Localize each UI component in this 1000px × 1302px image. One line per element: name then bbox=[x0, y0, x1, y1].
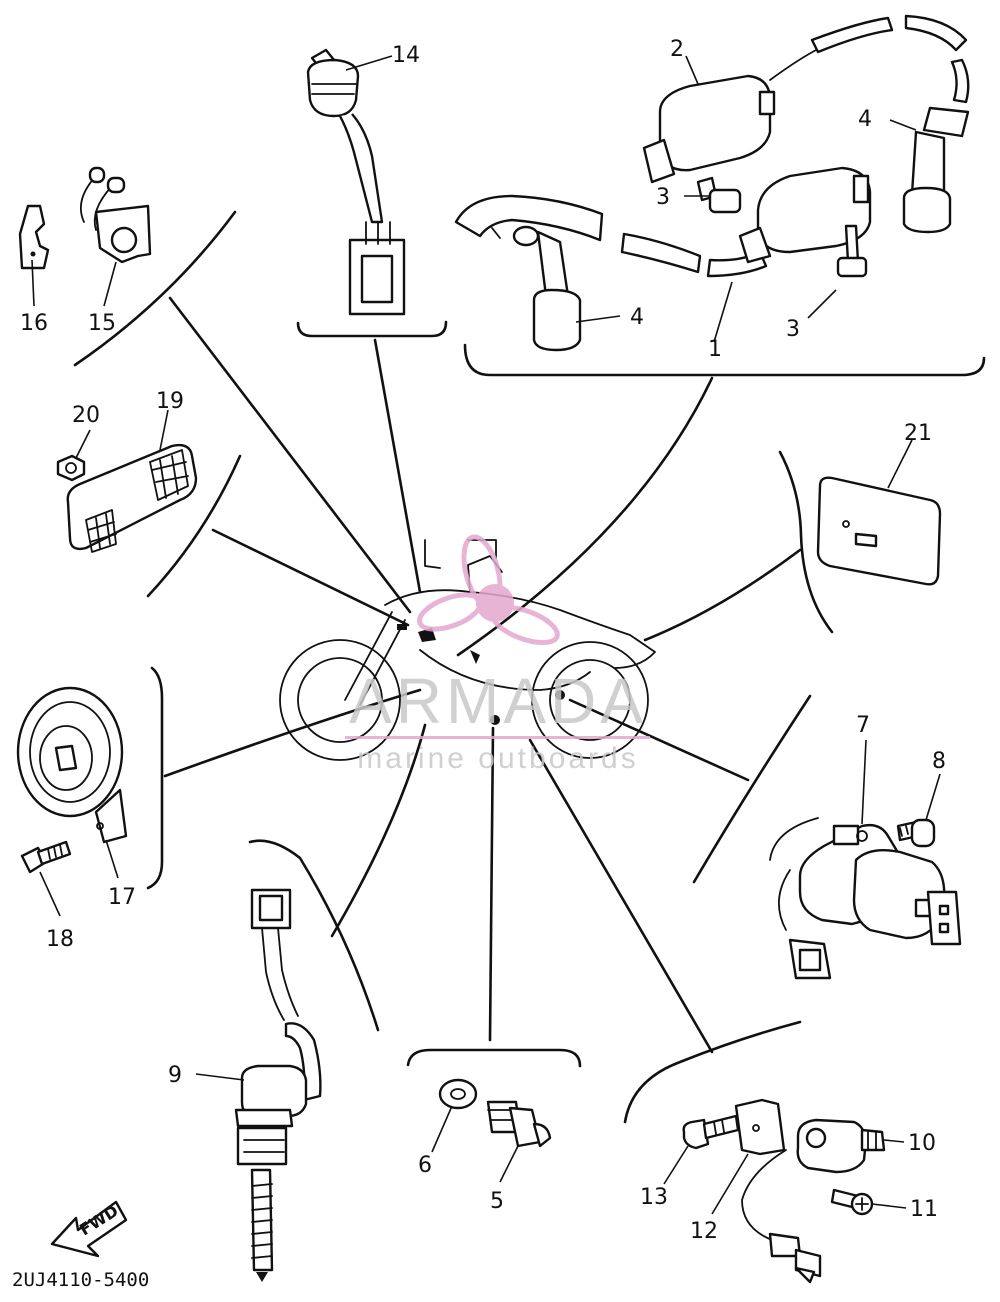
part-label-11: 11 bbox=[910, 1197, 938, 1222]
fwd-arrow-icon: FWD bbox=[50, 1200, 128, 1258]
part-label-19: 19 bbox=[156, 389, 184, 414]
bolt-3-lower bbox=[836, 224, 868, 278]
watermark: ARMADA marine outboards bbox=[345, 534, 650, 775]
part-label-3b: 3 bbox=[786, 317, 800, 342]
drawing-code: 2UJ4110-5400 bbox=[12, 1269, 149, 1291]
part-label-20: 20 bbox=[72, 403, 100, 428]
bracket-12 bbox=[734, 1098, 786, 1156]
callout-leaders bbox=[31, 55, 941, 1215]
bolt-13 bbox=[682, 1114, 740, 1150]
part-label-4a: 4 bbox=[630, 305, 644, 330]
switch-15 bbox=[80, 166, 152, 264]
motorcycle-outline bbox=[279, 539, 656, 761]
main-switch-7 bbox=[769, 817, 962, 980]
part-label-17: 17 bbox=[108, 885, 136, 910]
propeller-logo-icon bbox=[417, 534, 560, 646]
part-label-4b: 4 bbox=[858, 107, 872, 132]
part-label-5: 5 bbox=[490, 1189, 504, 1214]
part-label-2: 2 bbox=[670, 37, 684, 62]
leader-lines bbox=[163, 296, 802, 1054]
screw-8 bbox=[896, 818, 936, 848]
bolt-3-upper bbox=[696, 176, 742, 214]
part-label-12: 12 bbox=[690, 1219, 718, 1244]
reflector-21 bbox=[816, 476, 942, 586]
nut-20 bbox=[56, 454, 86, 482]
switch-10 bbox=[741, 1118, 886, 1284]
watermark-brand: ARMADA bbox=[349, 665, 647, 737]
part-label-6: 6 bbox=[418, 1153, 432, 1178]
plug-cap-4-lower bbox=[512, 225, 582, 352]
bolt-18 bbox=[20, 840, 72, 874]
part-label-10: 10 bbox=[908, 1131, 936, 1156]
part-label-3a: 3 bbox=[656, 185, 670, 210]
part-label-13: 13 bbox=[640, 1185, 668, 1210]
plug-cap-4-upper bbox=[902, 106, 970, 234]
washer-6 bbox=[438, 1078, 478, 1110]
horn-17 bbox=[16, 686, 128, 844]
ignition-coil-lower bbox=[738, 166, 872, 264]
sender-9 bbox=[234, 888, 322, 1282]
part-label-21: 21 bbox=[904, 421, 932, 446]
stand-switch-bracket-16 bbox=[18, 204, 50, 270]
watermark-tagline: marine outboards bbox=[357, 742, 638, 775]
part-label-15: 15 bbox=[88, 311, 116, 336]
part-label-7: 7 bbox=[856, 713, 870, 738]
part-label-16: 16 bbox=[20, 311, 48, 336]
part-label-1: 1 bbox=[708, 337, 722, 362]
group-brackets bbox=[73, 210, 986, 1124]
part-labels: 1 2 3 3 4 4 5 6 7 8 9 10 11 12 13 14 15 … bbox=[20, 37, 946, 1244]
ignition-coil-2 bbox=[642, 47, 821, 184]
reflector-19 bbox=[66, 443, 198, 553]
screw-11 bbox=[830, 1188, 874, 1216]
part-label-8: 8 bbox=[932, 749, 946, 774]
part-label-18: 18 bbox=[46, 927, 74, 952]
switch-5 bbox=[486, 1100, 552, 1148]
neutral-switch-14 bbox=[306, 48, 406, 316]
part-label-9: 9 bbox=[168, 1063, 182, 1088]
part-label-14: 14 bbox=[392, 43, 420, 68]
